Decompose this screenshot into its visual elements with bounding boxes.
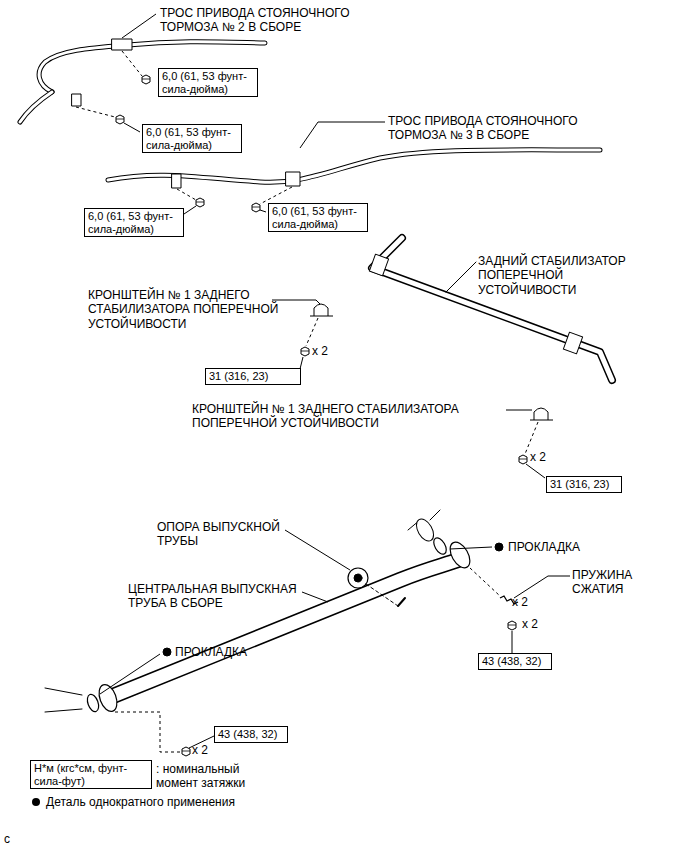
- part-name: ЦЕНТРАЛЬНАЯ ВЫПУСКНАЯ ТРУБА В СБОРЕ: [128, 582, 323, 611]
- torque-value: Н*м (кгс*см, фунт-сила-фут): [34, 762, 148, 787]
- torque-box: 43 (438, 32): [214, 726, 288, 743]
- quantity: x 2: [192, 743, 208, 757]
- part-name: ПРУЖИНА СЖАТИЯ: [572, 568, 667, 597]
- torque-box: 6,0 (61, 53 фунт-сила-дюйма): [158, 68, 258, 97]
- torque-box: 31 (316, 23): [546, 476, 622, 493]
- single-use-mark: [30, 796, 42, 808]
- legend-note: : номинальный момент затяжки: [156, 762, 271, 791]
- legend-box: Н*м (кгс*см, фунт-сила-фут): [30, 760, 152, 789]
- part-name: ТРОС ПРИВОДА СТОЯНОЧНОГО ТОРМОЗА № 2 В С…: [160, 6, 370, 35]
- part-name: ПРОКЛАДКА: [508, 540, 580, 554]
- quantity: x 2: [512, 595, 528, 609]
- legend-text: Деталь однократного применения: [46, 795, 235, 809]
- torque-value: 6,0 (61, 53 фунт-сила-дюйма): [146, 126, 238, 151]
- quantity: x 2: [522, 617, 538, 631]
- part-name: ТРОС ПРИВОДА СТОЯНОЧНОГО ТОРМОЗА № 3 В С…: [388, 114, 603, 143]
- torque-box: 6,0 (61, 53 фунт-сила-дюйма): [84, 208, 184, 237]
- part-name: ЗАДНИЙ СТАБИЛИЗАТОР ПОПЕРЕЧНОЙ УСТОЙЧИВО…: [478, 254, 653, 297]
- torque-box: 43 (438, 32): [478, 653, 552, 670]
- part-name: КРОНШТЕЙН № 1 ЗАДНЕГО СТАБИЛИЗАТОРА ПОПЕ…: [88, 288, 308, 331]
- torque-box: 31 (316, 23): [205, 368, 301, 385]
- part-name: ОПОРА ВЫПУСКНОЙ ТРУБЫ: [157, 520, 307, 549]
- torque-value: 43 (438, 32): [218, 728, 284, 741]
- figure-code: c: [4, 832, 10, 846]
- stabilizer-brackets: [272, 300, 553, 478]
- torque-value: 43 (438, 32): [482, 655, 548, 668]
- exhaust-pipe: [45, 510, 474, 714]
- cable-leaders: [76, 14, 385, 214]
- legend-item: Деталь однократного применения: [30, 795, 235, 809]
- exhaust-fasteners: [100, 530, 570, 756]
- parking-brake-cables: [20, 39, 600, 188]
- torque-value: 6,0 (61, 53 фунт-сила-дюйма): [88, 210, 180, 235]
- part-name: ПРОКЛАДКА: [175, 645, 247, 659]
- torque-box: 6,0 (61, 53 фунт-сила-дюйма): [142, 124, 242, 153]
- torque-value: 6,0 (61, 53 фунт-сила-дюйма): [272, 205, 364, 230]
- quantity: x 2: [530, 450, 546, 464]
- torque-value: 31 (316, 23): [209, 370, 297, 383]
- torque-box: 6,0 (61, 53 фунт-сила-дюйма): [268, 203, 368, 232]
- torque-value: 6,0 (61, 53 фунт-сила-дюйма): [162, 70, 254, 95]
- torque-value: 31 (316, 23): [550, 478, 618, 491]
- quantity: x 2: [312, 344, 328, 358]
- part-name: КРОНШТЕЙН № 1 ЗАДНЕГО СТАБИЛИЗАТОРА ПОПЕ…: [192, 402, 507, 431]
